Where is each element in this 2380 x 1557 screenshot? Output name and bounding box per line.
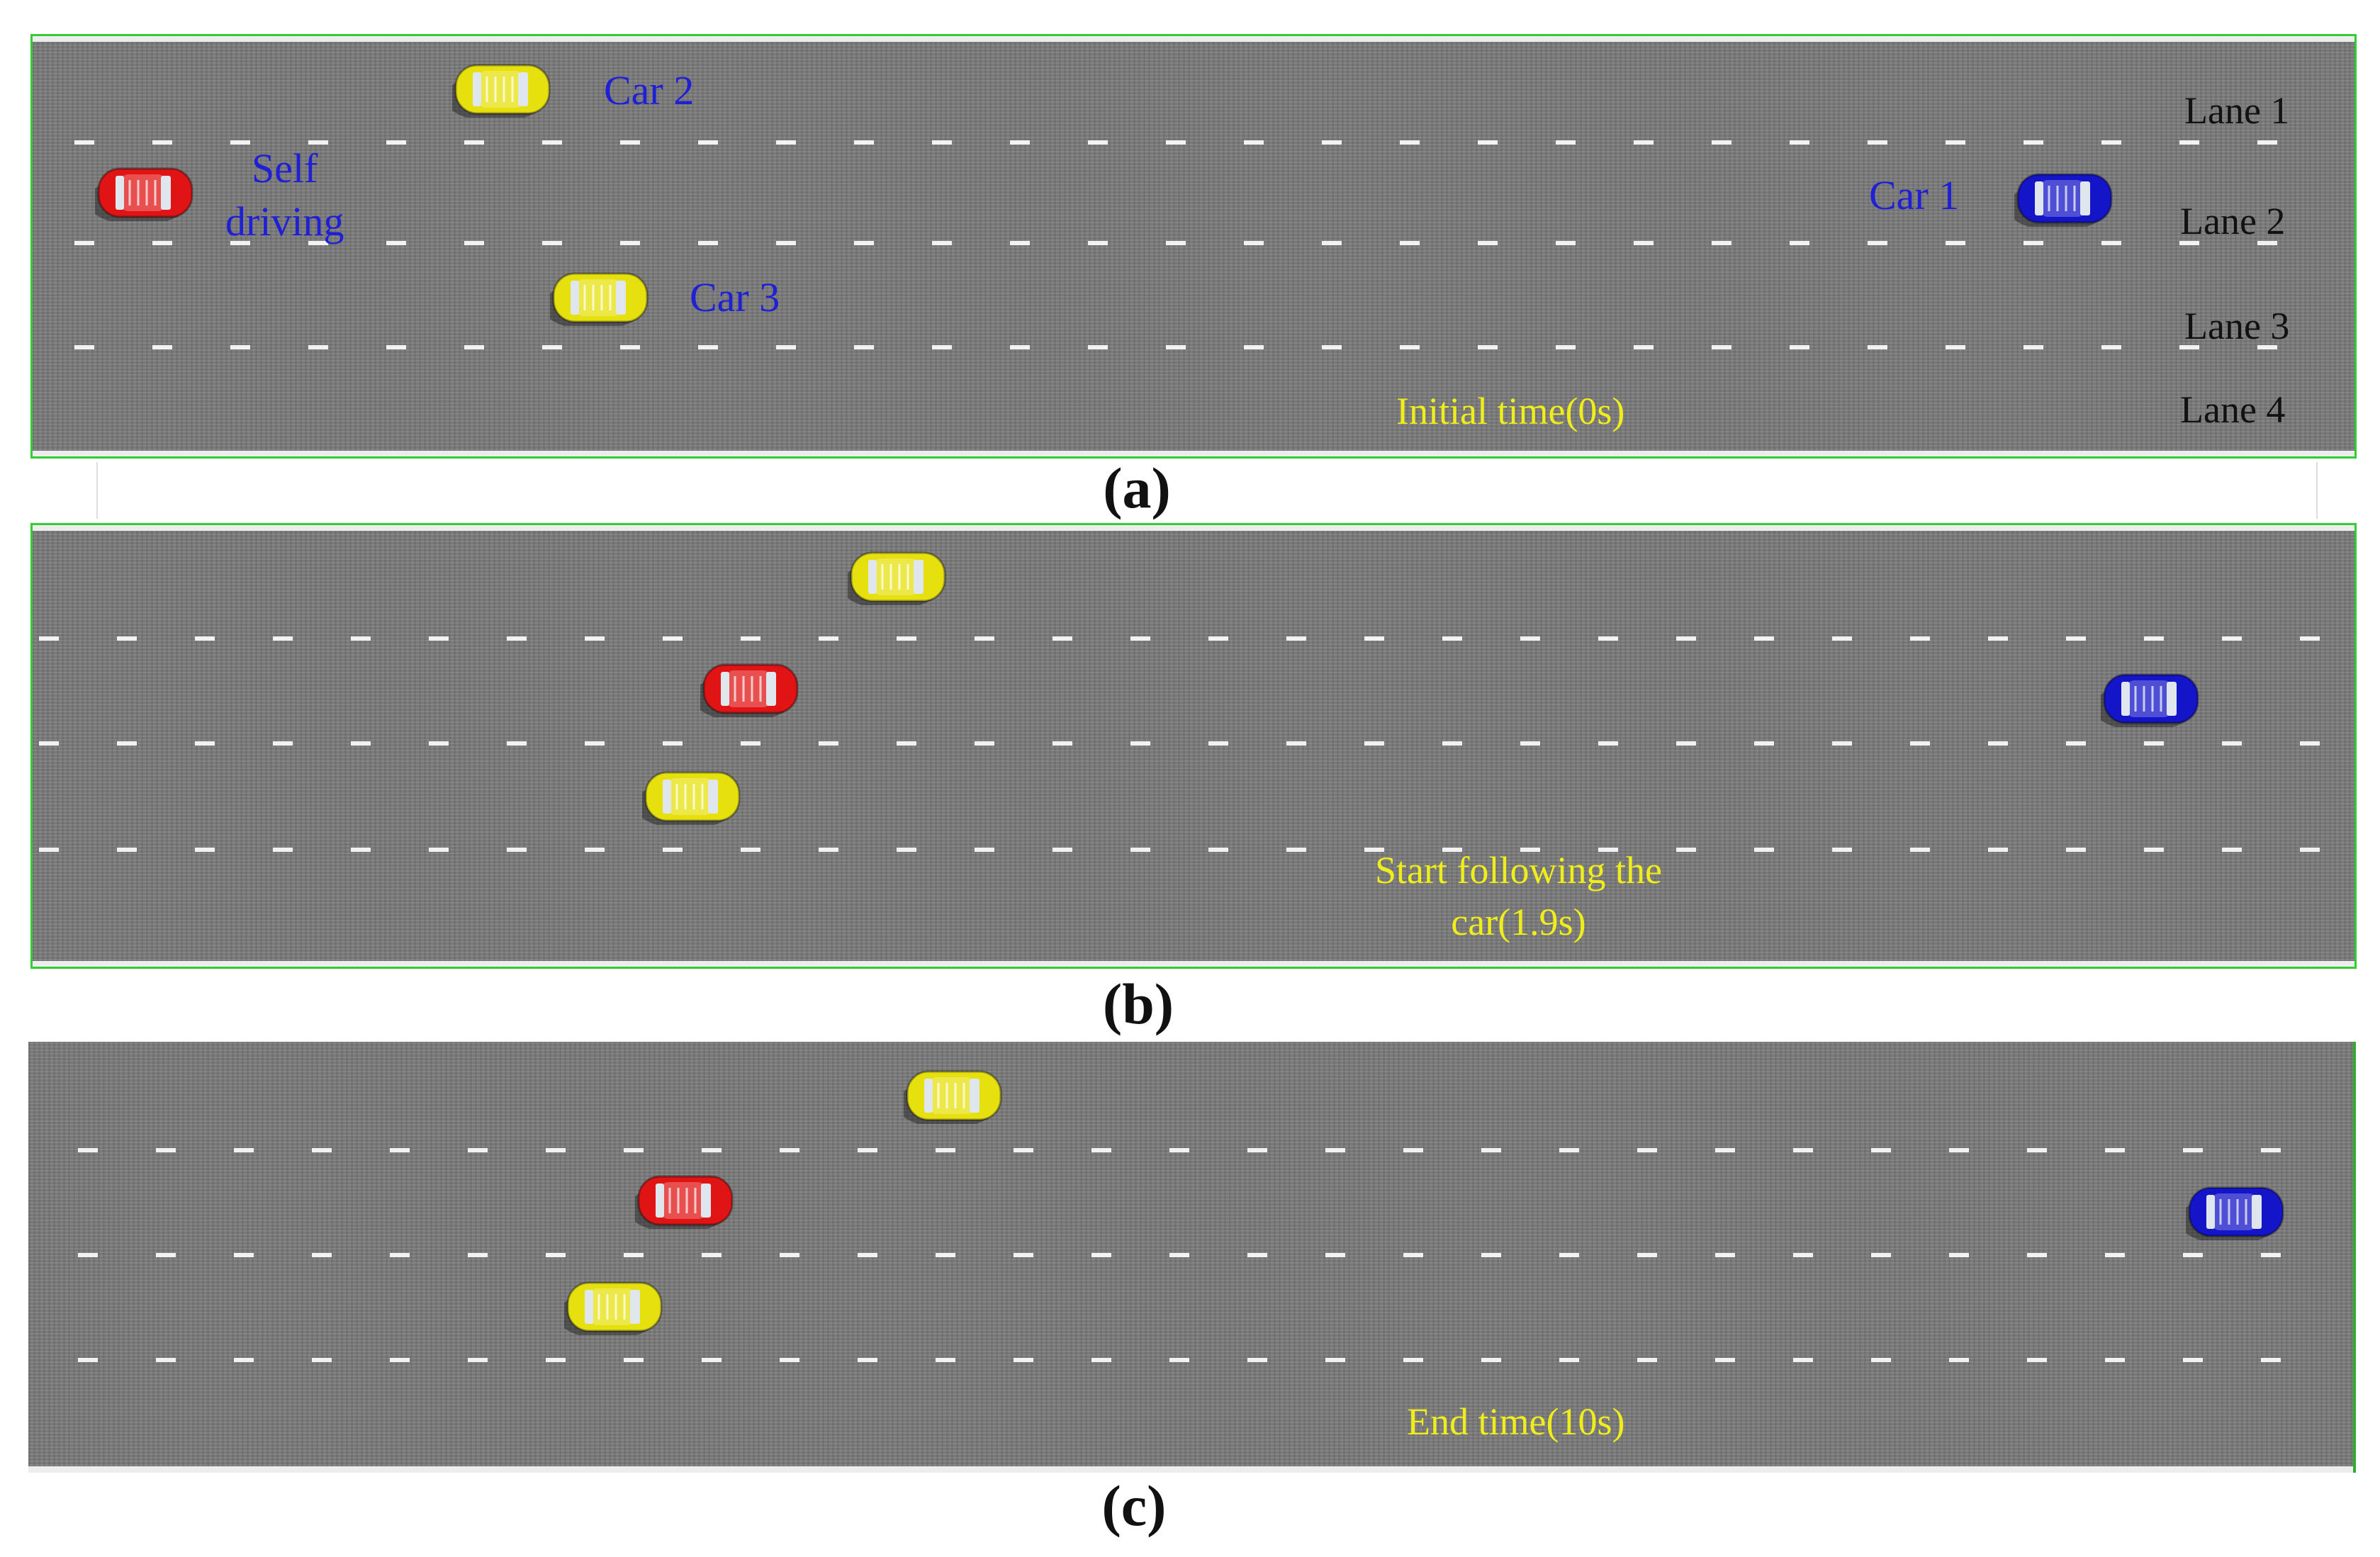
self-driving-car-icon: [635, 1172, 736, 1229]
lane-3-label: Lane 3: [2184, 305, 2290, 347]
lane-divider: [74, 140, 2327, 145]
self-driving-label: Self driving: [225, 145, 344, 245]
lane-divider: [78, 1358, 2298, 1362]
car-1-label: Car 1: [1869, 172, 1960, 218]
caption-a: (a): [1103, 456, 1171, 520]
car-1-icon: [2101, 670, 2201, 727]
car-1-icon: [2186, 1184, 2286, 1240]
time-label-a: Initial time(0s): [1396, 390, 1625, 432]
lane-1-label: Lane 1: [2184, 89, 2290, 132]
car-2-icon: [848, 549, 948, 605]
car-2-label: Car 2: [604, 67, 695, 113]
car-3-label: Car 3: [690, 274, 780, 320]
lane-divider: [39, 636, 2327, 641]
caption-b: (b): [1102, 972, 1174, 1036]
car-3-icon: [642, 768, 743, 825]
panel-b: Start following the car(1.9s) (b): [0, 523, 2380, 1045]
lane-divider: [74, 241, 2327, 245]
time-label-c: End time(10s): [1407, 1400, 1625, 1443]
lane-divider: [78, 1253, 2298, 1257]
road-b: [32, 524, 2355, 967]
car-2-icon: [904, 1067, 1004, 1124]
road-a: [32, 35, 2355, 457]
lane-divider: [74, 345, 2327, 349]
self-driving-car-icon: [95, 164, 196, 221]
time-label-b: Start following the car(1.9s): [1375, 849, 1662, 943]
car-2-icon: [452, 61, 553, 118]
panel-a: Car 2 Self driving Car 3 Car 1 Lane 1 La…: [0, 0, 2380, 524]
car-3-icon: [550, 269, 651, 326]
lane-divider: [78, 1148, 2298, 1152]
lane-2-label: Lane 2: [2180, 200, 2286, 242]
lane-4-label: Lane 4: [2180, 388, 2286, 431]
caption-c: (c): [1101, 1473, 1167, 1538]
car-3-icon: [564, 1278, 665, 1335]
road-c: [28, 1042, 2354, 1473]
panel-c: End time(10s) (c): [0, 1042, 2380, 1557]
lane-divider: [39, 848, 2327, 852]
self-driving-car-icon: [700, 661, 801, 717]
car-1-icon: [2014, 170, 2115, 227]
lane-divider: [39, 741, 2327, 746]
